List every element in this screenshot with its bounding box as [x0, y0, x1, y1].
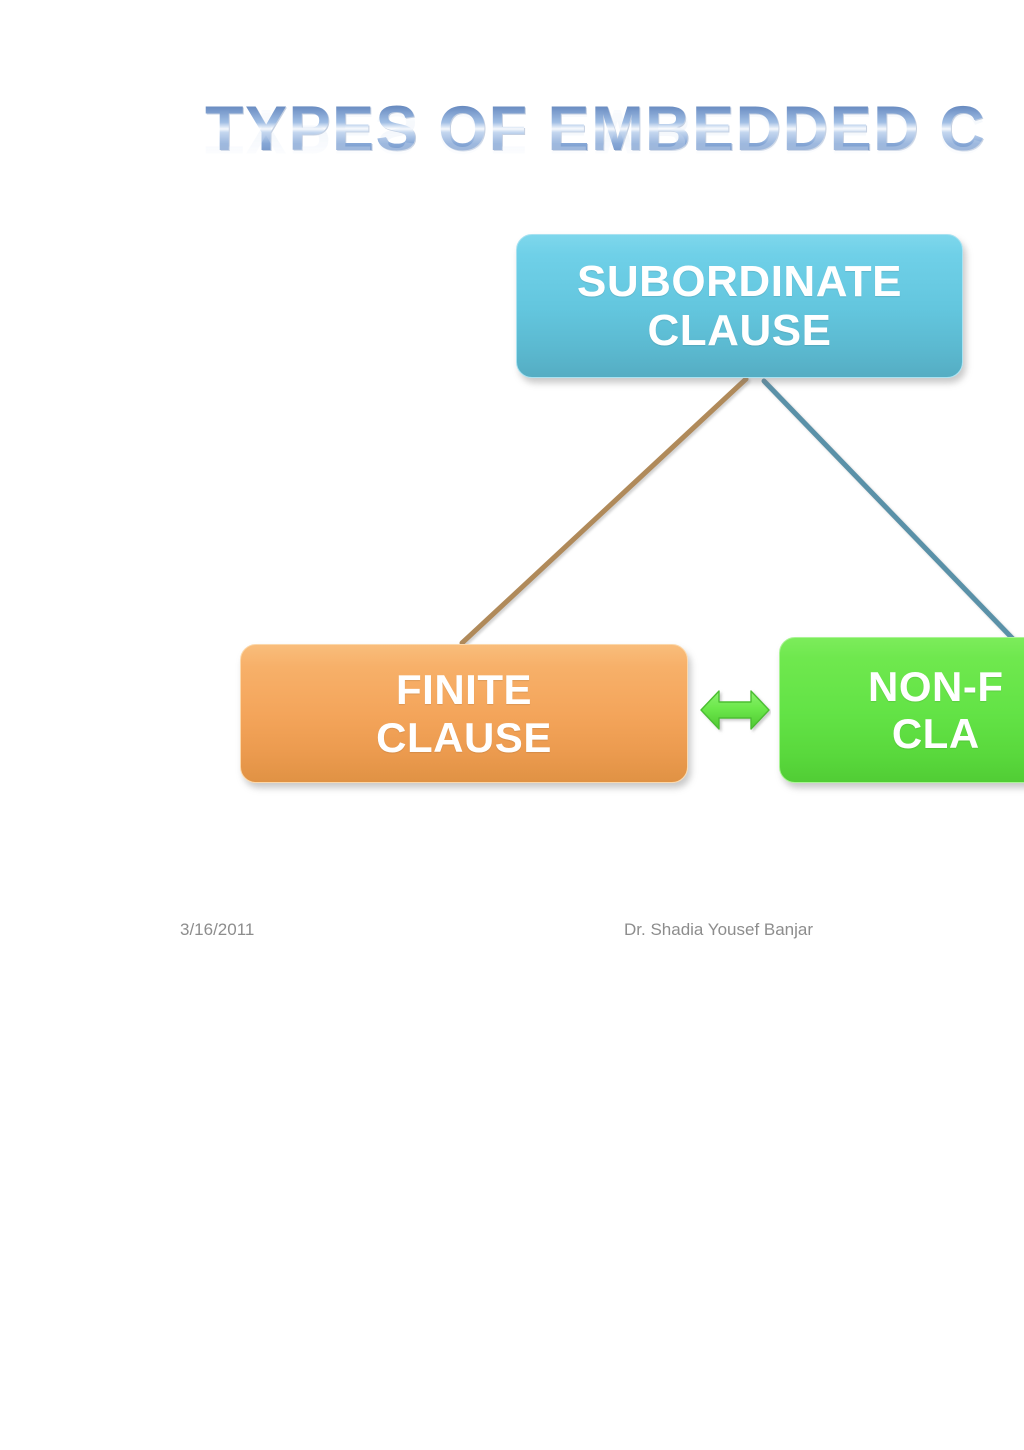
node-subordinate-clause-label: SUBORDINATE CLAUSE	[577, 256, 902, 355]
footer-date: 3/16/2011	[180, 920, 255, 939]
page-title: TYPES OF EMBEDDED C	[205, 96, 1024, 162]
double-headed-arrow-icon	[700, 690, 770, 730]
slide-footer: 3/16/2011 Dr. Shadia Yousef Banjar	[0, 920, 1024, 950]
slide-title-area: TYPES OF EMBEDDED C TYPES OF EMBEDDED C	[205, 96, 1024, 216]
connector-subordinate-to-finite	[459, 376, 749, 646]
connector-subordinate-to-nonfinite	[761, 378, 1017, 643]
footer-author: Dr. Shadia Yousef Banjar	[624, 920, 814, 939]
node-finite-clause-label: FINITE CLAUSE	[376, 666, 552, 761]
node-subordinate-clause[interactable]: SUBORDINATE CLAUSE	[516, 234, 963, 378]
node-non-finite-clause-label: NON-F CLA	[868, 662, 1004, 757]
node-finite-clause[interactable]: FINITE CLAUSE	[240, 644, 688, 783]
page-title-reflection: TYPES OF EMBEDDED C	[205, 96, 987, 166]
node-non-finite-clause[interactable]: NON-F CLA	[779, 637, 1024, 783]
